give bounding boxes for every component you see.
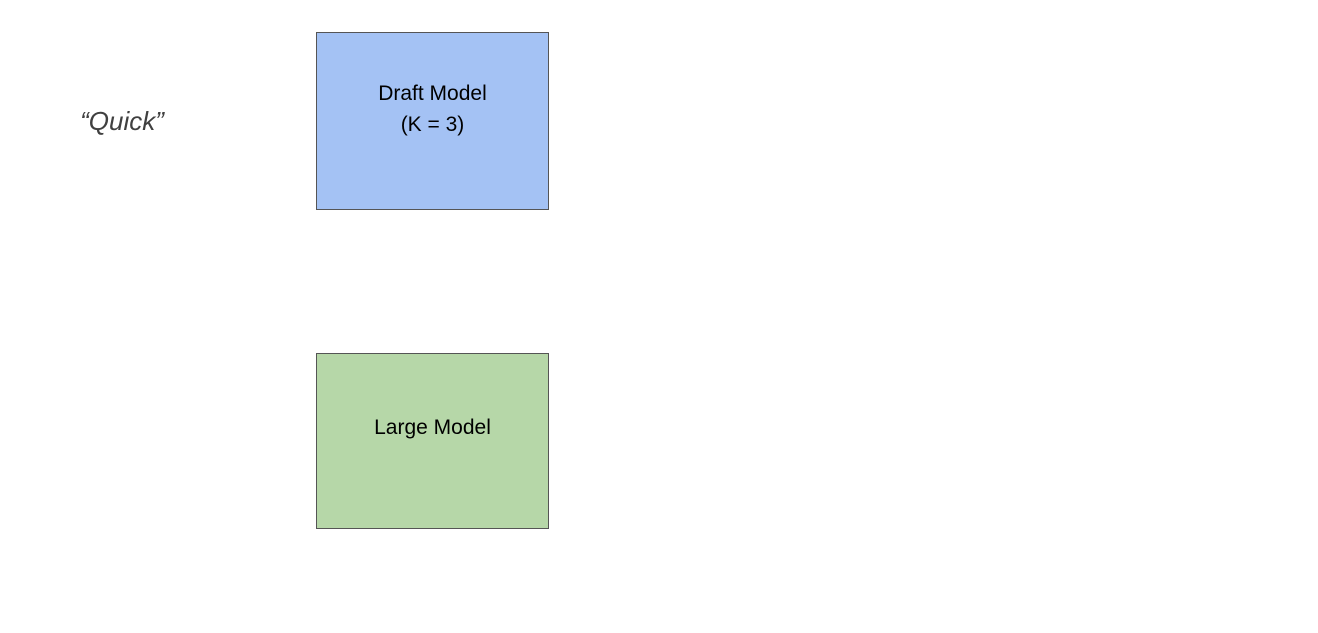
node-large-model-title: Large Model	[374, 416, 491, 440]
node-draft-model-title: Draft Model	[378, 81, 487, 105]
annotation-quick: “Quick”	[80, 106, 164, 136]
node-draft-model-subtitle: (K = 3)	[400, 113, 465, 136]
node-large-model[interactable]: Large Model	[316, 353, 549, 529]
node-draft-model[interactable]: Draft Model (K = 3)	[316, 32, 549, 210]
